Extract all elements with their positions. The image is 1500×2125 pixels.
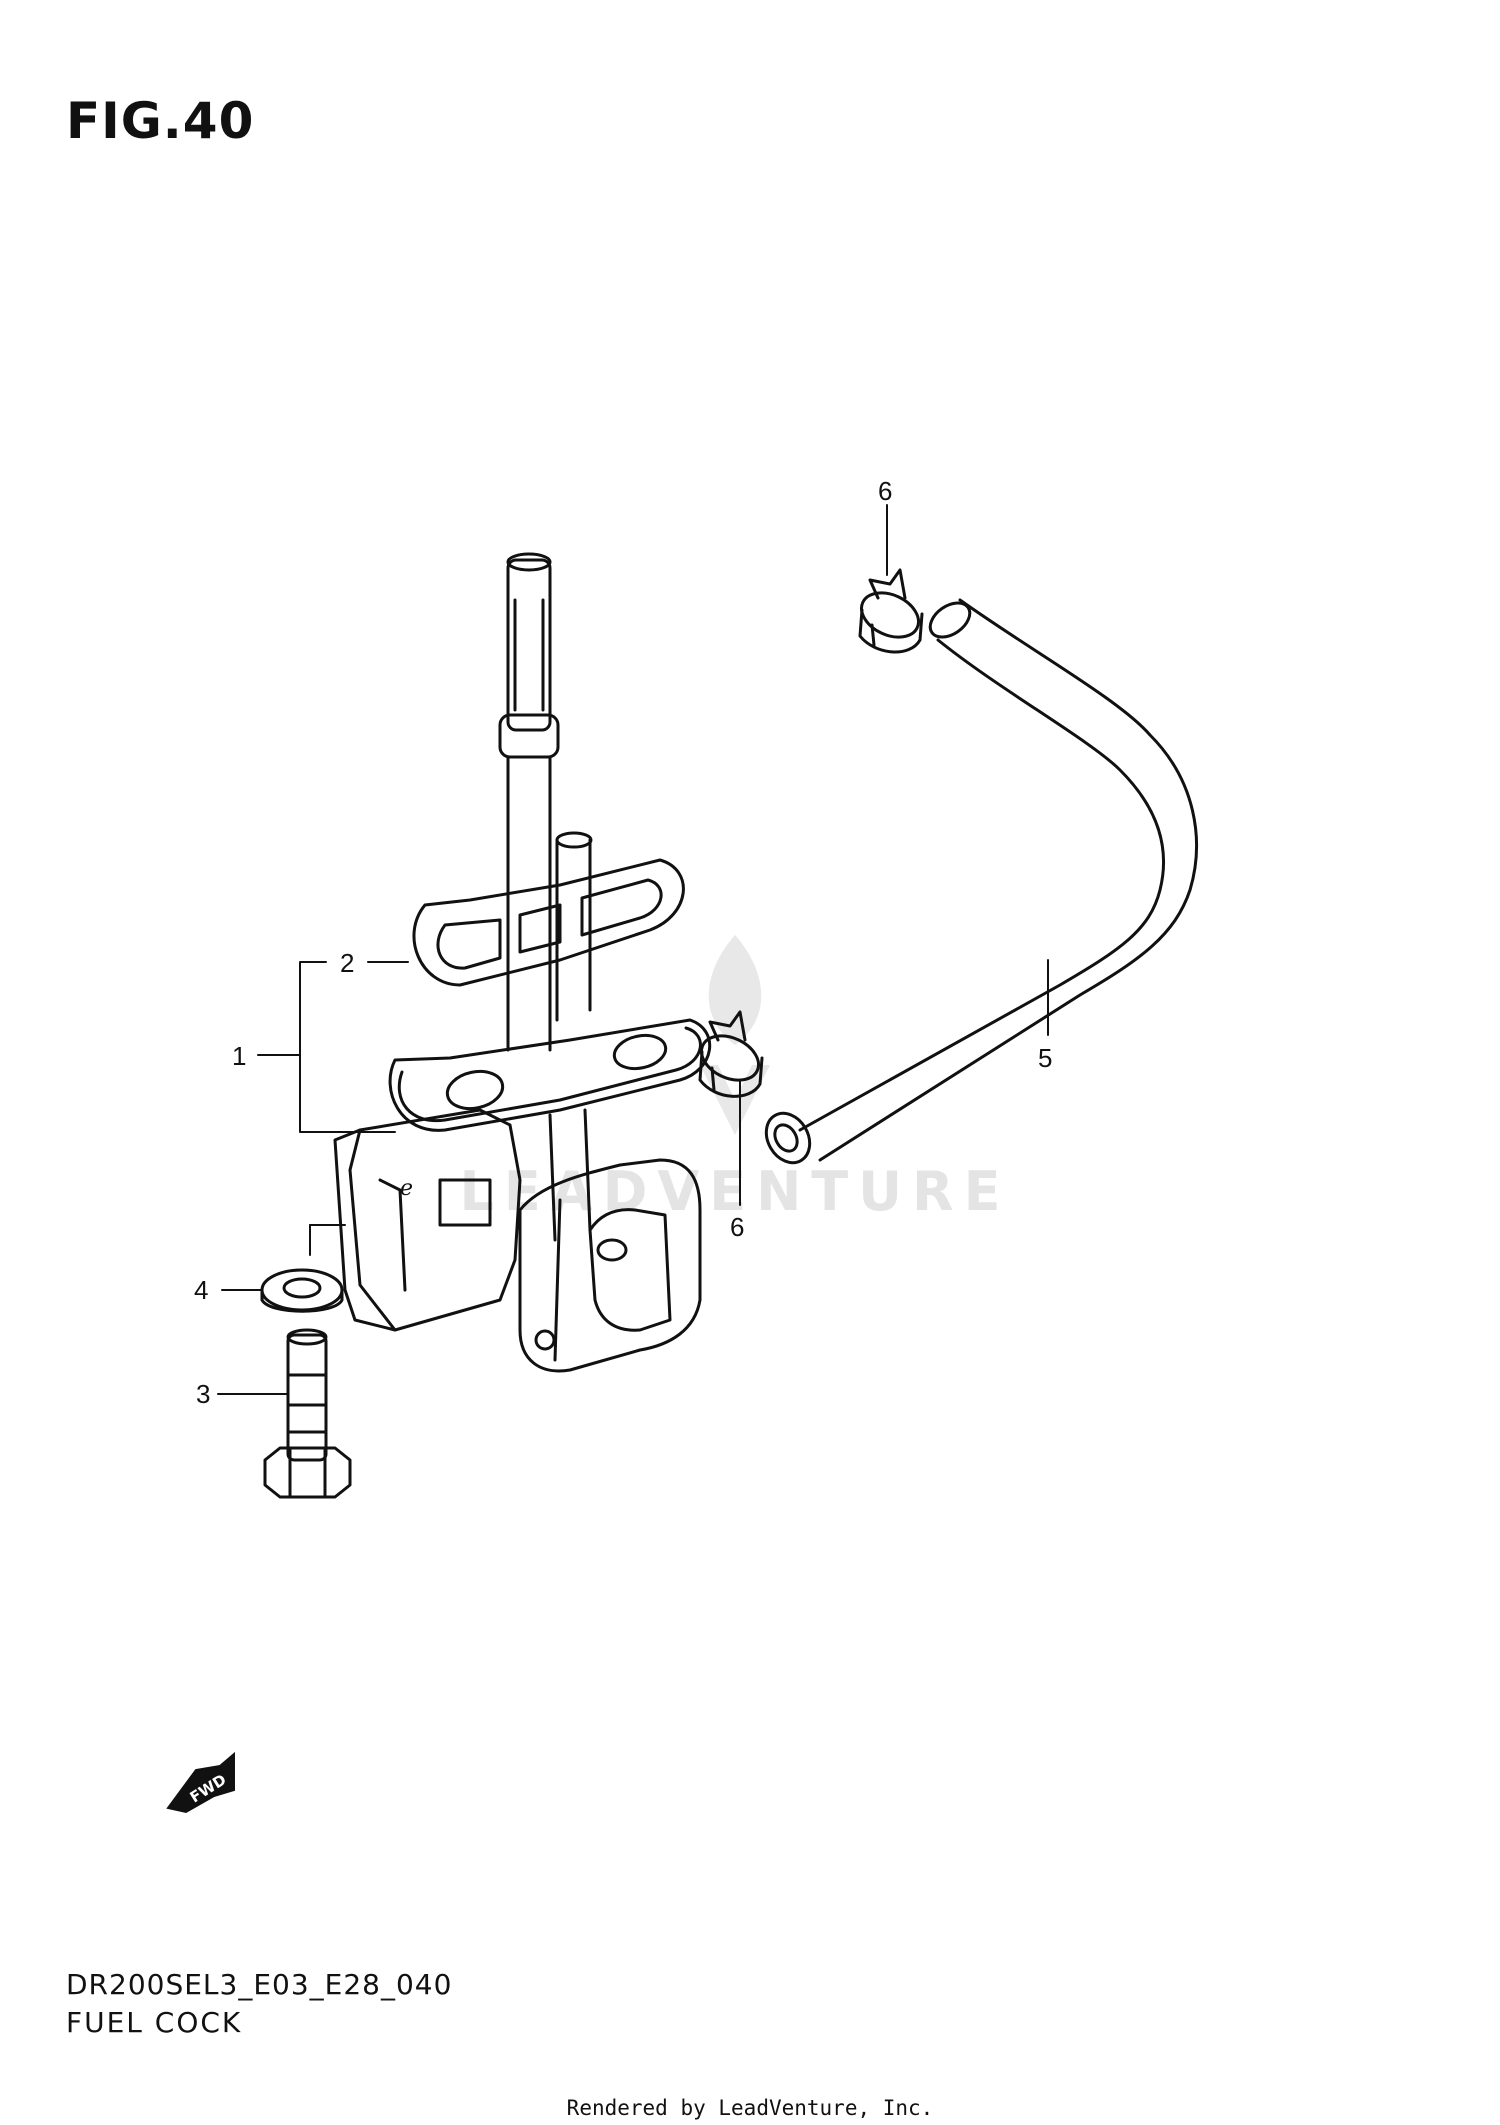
watermark: LEADVENTURE <box>460 935 1011 1223</box>
leader-lines <box>217 504 1049 1395</box>
watermark-flame-icon <box>708 935 762 1045</box>
washer[interactable] <box>260 1268 344 1313</box>
watermark-chevron-icon <box>700 1065 770 1135</box>
fwd-direction-badge: FWD <box>166 1751 235 1814</box>
hose-clamp-top[interactable] <box>854 568 925 654</box>
watermark-text: LEADVENTURE <box>460 1160 1011 1223</box>
svg-text:e: e <box>400 1176 413 1201</box>
callout-6-bottom: 6 <box>730 1212 744 1242</box>
callout-4: 4 <box>194 1275 208 1305</box>
figure-title: FIG.40 <box>66 92 255 150</box>
gasket[interactable] <box>412 858 685 987</box>
bolt[interactable] <box>263 1328 352 1499</box>
callout-6-top: 6 <box>878 476 892 506</box>
callout-5: 5 <box>1038 1043 1052 1073</box>
hose-clamp-bottom[interactable] <box>694 1010 765 1098</box>
callout-2: 2 <box>340 948 354 978</box>
callout-3: 3 <box>196 1379 210 1409</box>
figure-name: FUEL COCK <box>66 2006 243 2039</box>
fuel-hose[interactable] <box>758 596 1199 1171</box>
fwd-arrow-icon <box>166 1751 235 1814</box>
render-credit: Rendered by LeadVenture, Inc. <box>566 2096 934 2120</box>
figure-code: DR200SEL3_E03_E28_040 <box>66 1968 453 2001</box>
fuel-cock-assembly[interactable]: e <box>333 552 712 1373</box>
callout-1: 1 <box>232 1041 246 1071</box>
